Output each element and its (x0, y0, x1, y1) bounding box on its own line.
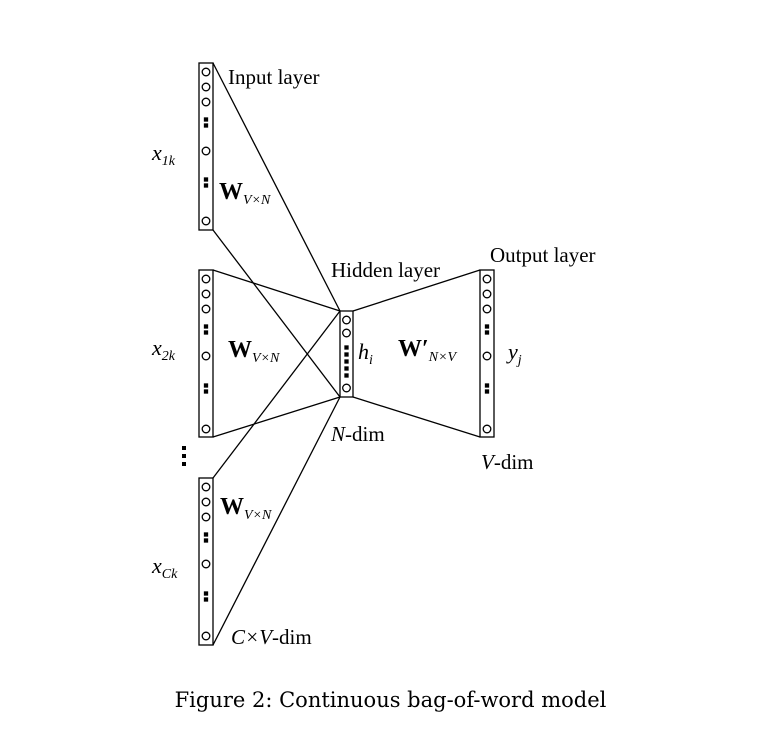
vertical-ellipsis (182, 446, 186, 466)
output-layer-label: Output layer (490, 243, 596, 267)
input-vector-2 (198, 269, 214, 438)
output-dim-label: V-dim (481, 450, 534, 474)
output-vector (479, 269, 495, 438)
input-var-label-c: xCk (151, 553, 178, 582)
hidden-layer-label: Hidden layer (331, 258, 440, 282)
weight-in-label-c: WV×N (220, 494, 272, 523)
input-var-label-1: x1k (151, 140, 176, 169)
input-vector-c (198, 477, 214, 646)
input-dim-label: C×V-dim (231, 625, 312, 649)
connection-lines (212, 62, 481, 646)
output-var-label: yj (506, 339, 522, 368)
input-var-label-2: x2k (151, 335, 176, 364)
weight-in-label-2: WV×N (228, 337, 280, 366)
weight-in-label-1: WV×N (219, 179, 271, 208)
input-layer-label: Input layer (228, 65, 320, 89)
hidden-var-label: hi (358, 339, 373, 368)
weight-out-label: W′N×V (398, 336, 458, 365)
hidden-dim-label: N-dim (330, 422, 385, 446)
hidden-vector (339, 310, 354, 398)
input-vector-1 (198, 62, 214, 231)
figure-caption: Figure 2: Continuous bag-of-word model (174, 688, 607, 712)
